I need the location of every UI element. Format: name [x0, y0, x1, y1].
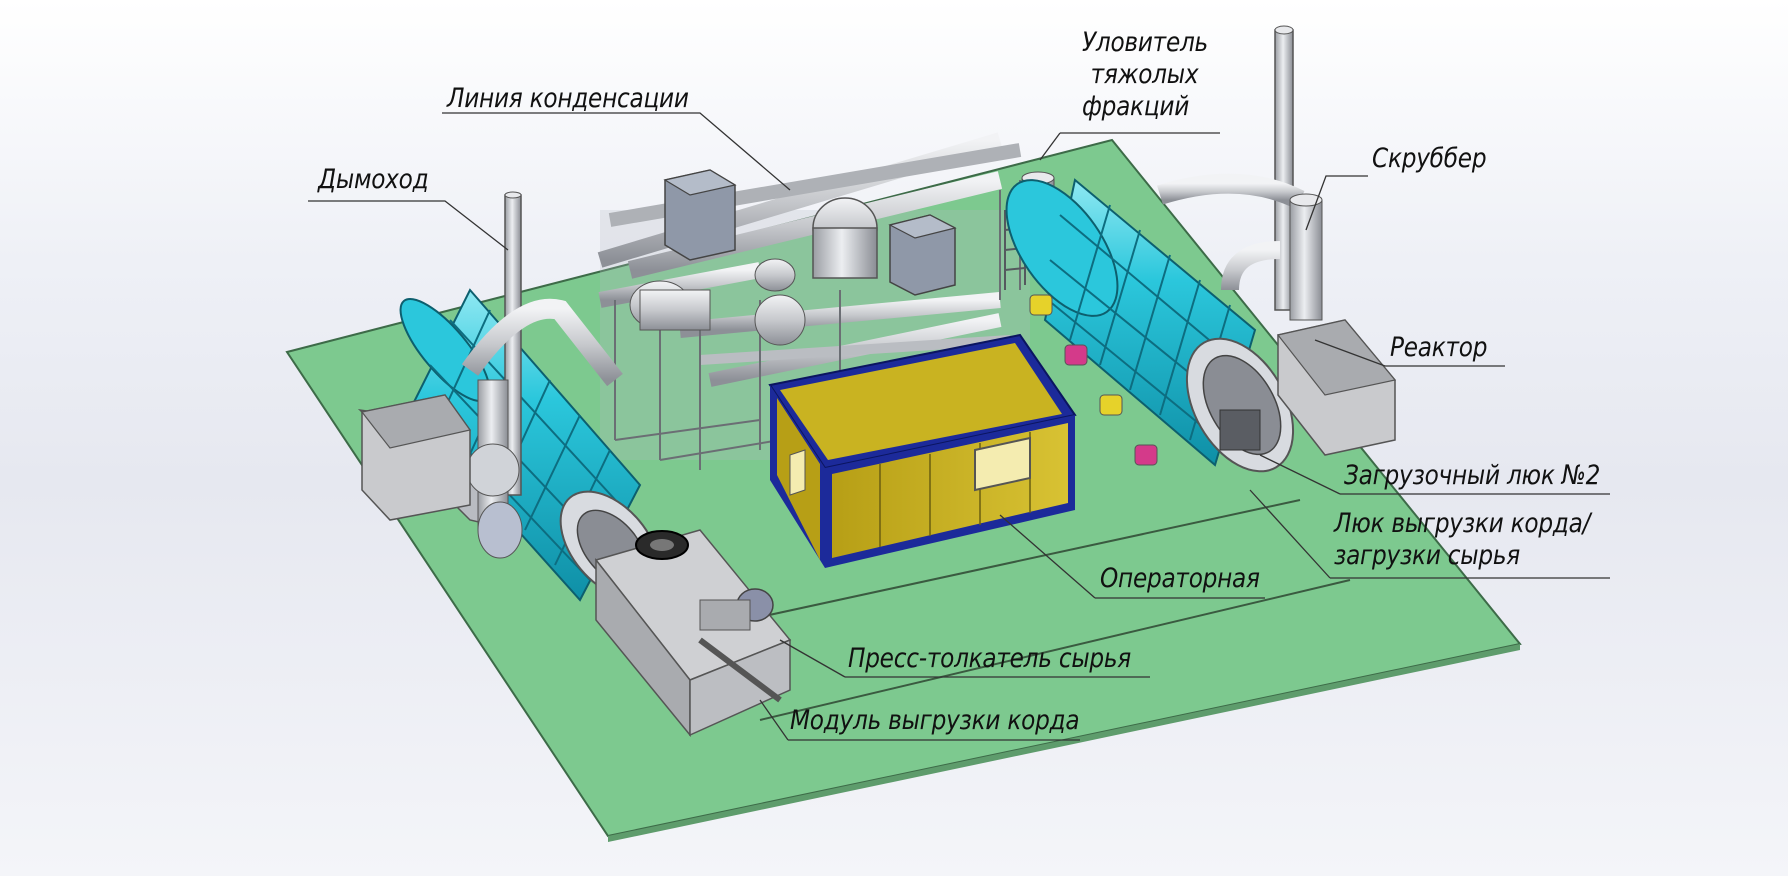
operator-cabin [768, 333, 1077, 568]
label-scrubber: Скруббер [1372, 143, 1487, 174]
label-cord-unload-hatch-line2: загрузки сырья [1334, 540, 1520, 571]
label-condensation-line: Линия конденсации [447, 83, 689, 114]
right-reactor [1005, 25, 1397, 473]
label-heavy-fraction-trap: Уловитель тяжолых фракций [1082, 27, 1208, 123]
label-loading-hatch: Загрузочный люк №2 [1344, 460, 1601, 491]
label-heavy-fraction-trap-line1: Уловитель [1082, 27, 1208, 58]
left-reactor [357, 191, 661, 602]
label-cord-unload-hatch-line1: Люк выгрузки корда/ [1334, 508, 1591, 539]
label-cord-unload-module: Модуль выгрузки корда [790, 705, 1080, 736]
label-heavy-fraction-trap-line3: фракций [1082, 91, 1190, 122]
feed-press-module [594, 529, 792, 738]
label-feed-press: Пресс-толкатель сырья [848, 643, 1132, 674]
label-chimney: Дымоход [318, 164, 429, 195]
label-operator-room: Операторная [1100, 563, 1260, 594]
label-cord-unload-hatch: Люк выгрузки корда/ загрузки сырья [1334, 508, 1590, 572]
label-heavy-fraction-trap-line2: тяжолых [1090, 59, 1199, 90]
label-reactor: Реактор [1390, 332, 1488, 363]
leader-lines [308, 112, 1610, 741]
